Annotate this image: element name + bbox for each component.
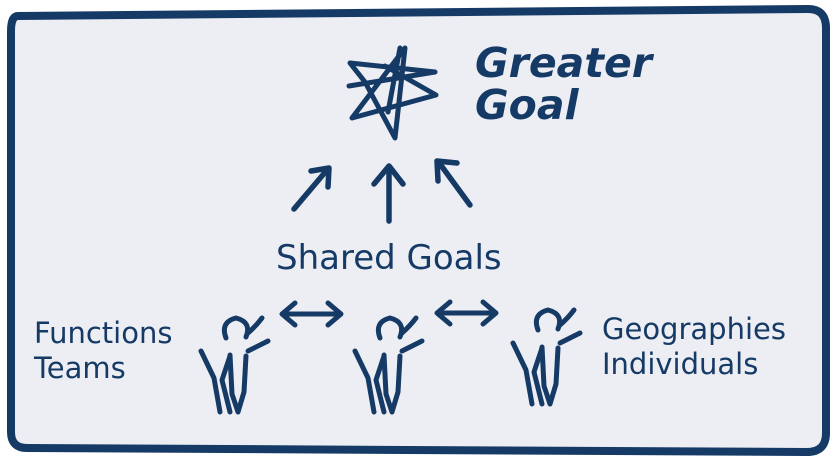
functions-teams-label: Functions Teams	[34, 316, 172, 386]
person-icon-right	[510, 307, 583, 407]
arrow-up-left-icon	[291, 165, 332, 212]
star-icon	[346, 45, 439, 141]
frame-border	[7, 5, 830, 456]
geographies-label: Geographies	[602, 312, 786, 346]
person-icon-left	[198, 315, 271, 415]
arrow-up-right-icon	[434, 158, 473, 208]
greater-goal-line1: Greater	[475, 39, 652, 87]
teams-label: Teams	[34, 351, 126, 385]
individuals-label: Individuals	[602, 347, 759, 381]
double-arrow-right-icon	[434, 299, 499, 327]
geographies-individuals-label: Geographies Individuals	[602, 312, 786, 382]
person-icon-center	[352, 315, 425, 415]
arrow-up-center-icon	[371, 163, 406, 224]
shared-goals-label: Shared Goals	[276, 238, 502, 278]
double-arrow-left-icon	[279, 300, 344, 328]
greater-goal-line2: Goal	[475, 81, 579, 129]
greater-goal-title: Greater Goal	[475, 42, 652, 126]
functions-label: Functions	[34, 316, 173, 350]
